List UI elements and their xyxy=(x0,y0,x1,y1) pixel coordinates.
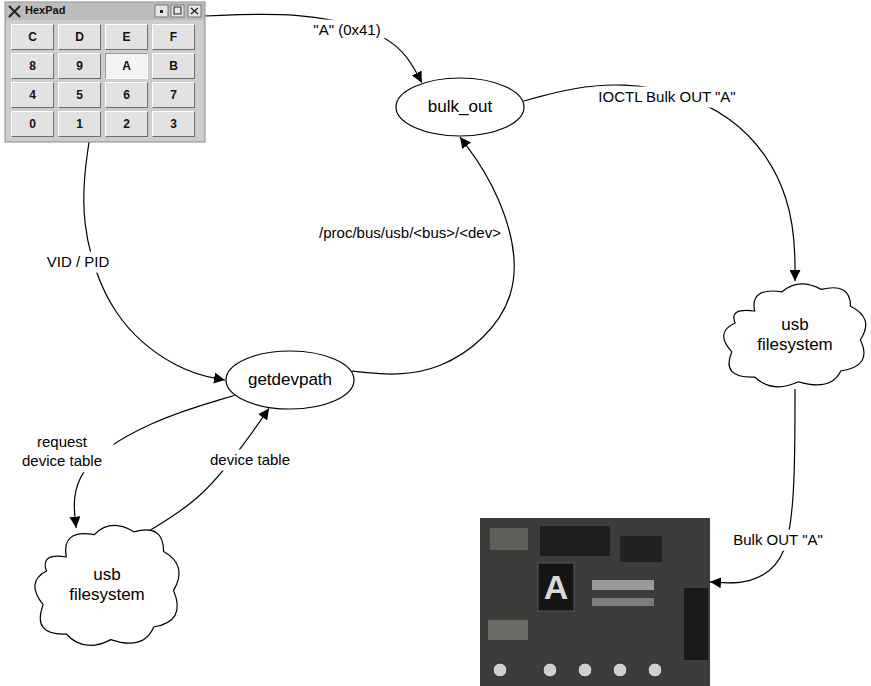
key-label: B xyxy=(169,59,178,73)
push-button xyxy=(648,663,662,677)
filesystem-cloud: usb filesystem xyxy=(25,515,190,655)
process-ellipse: getdevpath xyxy=(225,350,355,410)
edge-label: "A" (0x41) xyxy=(309,20,384,41)
resistor-pack xyxy=(592,598,654,606)
keypad-button: 0 xyxy=(11,111,54,137)
dev-board-photo: A xyxy=(480,518,710,686)
edge-label: VID / PID xyxy=(43,252,114,273)
edge-label: Bulk OUT "A" xyxy=(729,530,827,551)
pcb xyxy=(480,518,710,686)
display-digit: A xyxy=(538,563,574,611)
key-label: 2 xyxy=(123,117,130,131)
key-label: 0 xyxy=(29,117,36,131)
key-label: E xyxy=(122,30,130,44)
push-button xyxy=(613,663,627,677)
key-label: 5 xyxy=(76,88,83,102)
node-label: bulk_out xyxy=(428,97,492,117)
keypad-button: A xyxy=(105,53,148,79)
keypad-button: 4 xyxy=(11,82,54,108)
key-label: A xyxy=(122,59,131,73)
key-label: 9 xyxy=(76,59,83,73)
process-ellipse: bulk_out xyxy=(395,77,525,137)
push-button xyxy=(543,663,557,677)
key-label: F xyxy=(170,30,177,44)
keypad-button: D xyxy=(58,24,101,50)
keypad-button: E xyxy=(105,24,148,50)
resistor-pack xyxy=(592,580,654,590)
node-label: usb filesystem xyxy=(748,315,843,356)
chip xyxy=(540,526,610,556)
silkscreen xyxy=(488,620,528,640)
keypad-button: 8 xyxy=(11,53,54,79)
key-label: 8 xyxy=(29,59,36,73)
flow-arrow xyxy=(205,14,422,82)
window-frame xyxy=(5,2,205,142)
window-title: HexPad xyxy=(25,4,65,16)
keypad-button: C xyxy=(11,24,54,50)
title-icon xyxy=(188,5,201,17)
keypad-button: 9 xyxy=(58,53,101,79)
flow-arrow xyxy=(524,85,795,281)
icon-glyph xyxy=(160,10,163,13)
icon-glyph xyxy=(174,7,181,14)
node-label: getdevpath xyxy=(248,370,332,390)
edge-label: /proc/bus/usb/<bus>/<dev> xyxy=(315,223,505,244)
cloud-outline xyxy=(34,525,178,645)
icon-glyph xyxy=(191,8,198,14)
title-icon xyxy=(155,5,168,17)
key-label: C xyxy=(28,30,37,44)
key-label: 7 xyxy=(170,88,177,102)
silkscreen xyxy=(490,528,528,550)
keypad-button: 3 xyxy=(152,111,195,137)
push-button xyxy=(493,663,507,677)
keypad-button: 6 xyxy=(105,82,148,108)
node-label: usb filesystem xyxy=(60,565,155,606)
keypad-button: 7 xyxy=(152,82,195,108)
title-bar xyxy=(6,3,204,20)
key-label: 1 xyxy=(76,117,83,131)
flow-arrow xyxy=(710,389,795,583)
ellipse-outline xyxy=(396,78,524,136)
chip xyxy=(620,536,662,562)
edge-label: IOCTL Bulk OUT "A" xyxy=(594,87,739,108)
keypad-button: 1 xyxy=(58,111,101,137)
keypad-button: F xyxy=(152,24,195,50)
title-icon xyxy=(171,5,184,17)
x-logo xyxy=(9,6,20,17)
edge-label: device table xyxy=(206,450,294,471)
keypad-button: B xyxy=(152,53,195,79)
push-button xyxy=(578,663,592,677)
key-label: 6 xyxy=(123,88,130,102)
seven-segment-display xyxy=(538,563,574,611)
key-label: 4 xyxy=(29,88,36,102)
cloud-outline xyxy=(723,284,865,387)
key-label: D xyxy=(75,30,84,44)
board-outline xyxy=(480,518,710,686)
edge-label: request device table xyxy=(11,432,114,472)
filesystem-cloud: usb filesystem xyxy=(714,275,871,395)
app-window: HexPadC D E F 8 9 A B 4 5 6 7 0 1 2 3 xyxy=(5,2,205,142)
connector xyxy=(684,588,708,660)
key-label: 3 xyxy=(170,117,177,131)
ellipse-outline xyxy=(226,351,354,409)
keypad-button: 5 xyxy=(58,82,101,108)
keypad-button: 2 xyxy=(105,111,148,137)
flow-arrow xyxy=(352,137,514,374)
